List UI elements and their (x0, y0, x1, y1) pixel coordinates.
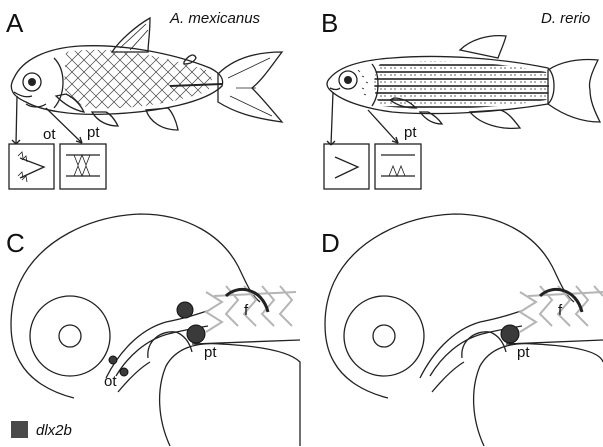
label-ot-c: ot (104, 373, 117, 390)
dlx2b-dot-pt-c (187, 325, 205, 343)
larval-head-outline-c (11, 214, 300, 446)
pt-tooth-schematic-b (375, 144, 421, 189)
dlx2b-dot-upper-c (177, 302, 193, 318)
panel-letter-c: C (6, 228, 25, 258)
dlx2b-dot-ot-lower-c (120, 368, 128, 376)
panel-letter-a: A (6, 8, 24, 38)
label-pt-a: pt (87, 124, 100, 141)
panel-letter-d: D (321, 228, 340, 258)
zebrafish-drawing (327, 36, 600, 129)
panel-a: A A. mexicanus (6, 8, 282, 189)
dlx2b-dot-ot-upper-c (109, 356, 117, 364)
panel-letter-b: B (321, 8, 338, 38)
label-pt-c: pt (204, 344, 217, 361)
label-pt-d: pt (517, 344, 530, 361)
species-label-b: D. rerio (541, 10, 590, 27)
label-ot-a: ot (43, 126, 56, 143)
legend: dlx2b (11, 421, 72, 439)
label-pt-b: pt (404, 124, 417, 141)
legend-swatch (11, 421, 28, 438)
legend-label: dlx2b (36, 422, 72, 439)
species-label-a: A. mexicanus (169, 10, 261, 27)
larval-head-outline-d (325, 214, 603, 446)
panel-c: C f pt (6, 214, 300, 446)
dlx2b-dot-pt-d (501, 325, 519, 343)
pt-tooth-schematic-a (60, 144, 106, 189)
ot-tooth-schematic-b (324, 144, 369, 189)
panel-d: D f pt (321, 214, 603, 446)
gill-arches-c (206, 286, 296, 332)
ot-tooth-schematic-a (9, 144, 54, 189)
panel-b: B D. rerio (321, 8, 600, 189)
